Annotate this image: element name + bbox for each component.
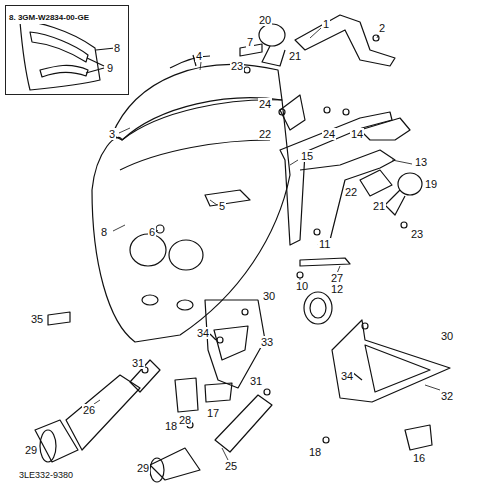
callout-number: 11 xyxy=(318,238,331,250)
callout-number: 7 xyxy=(246,36,254,48)
inset-cowl-part xyxy=(20,22,115,90)
callout-number: 23 xyxy=(230,60,244,72)
callout-number: 6 xyxy=(148,226,156,238)
callout-number: 19 xyxy=(424,178,438,190)
callout-number: 31 xyxy=(249,375,263,387)
air-ducts xyxy=(35,292,432,482)
lower-panel-right xyxy=(332,320,450,402)
inset-box: 8. 3GM-W2834-00-GE xyxy=(5,5,129,95)
callout-number: 25 xyxy=(224,460,238,472)
callout-number: 30 xyxy=(440,330,454,342)
callout-number: 30 xyxy=(262,290,276,302)
callout-number: 14 xyxy=(350,128,364,140)
callout-number: 18 xyxy=(164,420,178,432)
callout-number: 10 xyxy=(295,280,309,292)
callout-number: 21 xyxy=(288,50,302,62)
part-number: 8. 3GM-W2834-00-GE xyxy=(6,11,92,24)
mirrors xyxy=(244,24,422,228)
callout-number: 22 xyxy=(258,128,272,140)
callout-number: 2 xyxy=(378,22,386,34)
callout-number: 24 xyxy=(258,98,272,110)
callout-number: 1 xyxy=(322,18,330,30)
callout-number: 34 xyxy=(340,370,354,382)
drawing-code: 3LE332-9380 xyxy=(18,469,74,481)
callout-number: 3 xyxy=(108,128,116,140)
callout-number: 27 xyxy=(330,272,344,284)
fairing-stay xyxy=(279,15,410,278)
callout-number: 5 xyxy=(218,200,226,212)
callout-number: 28 xyxy=(178,414,192,426)
callout-number: 20 xyxy=(258,14,272,26)
callout-number: 21 xyxy=(372,200,386,212)
callout-number: 23 xyxy=(410,228,424,240)
callout-number: 33 xyxy=(260,336,274,348)
callout-number: 29 xyxy=(136,462,150,474)
callout-number: 26 xyxy=(82,404,96,416)
callout-number: 35 xyxy=(30,313,44,325)
callout-number: 4 xyxy=(195,50,203,62)
lower-panel-left xyxy=(205,300,265,388)
callout-number: 34 xyxy=(196,327,210,339)
upper-cowl xyxy=(48,44,290,342)
callout-number: 24 xyxy=(322,128,336,140)
callout-number: 9 xyxy=(106,62,114,74)
callout-number: 16 xyxy=(412,452,426,464)
callout-number: 8 xyxy=(100,226,108,238)
callout-number: 32 xyxy=(440,390,454,402)
callout-number: 31 xyxy=(131,357,145,369)
callout-number: 12 xyxy=(330,283,344,295)
callout-number: 18 xyxy=(308,446,322,458)
callout-number: 15 xyxy=(300,150,314,162)
callout-number: 29 xyxy=(24,444,38,456)
leader-lines xyxy=(94,28,440,460)
callout-number: 17 xyxy=(206,407,220,419)
callout-number: 13 xyxy=(414,156,428,168)
callout-number: 8 xyxy=(113,42,121,54)
windscreen xyxy=(112,55,282,140)
callout-number: 22 xyxy=(344,186,358,198)
